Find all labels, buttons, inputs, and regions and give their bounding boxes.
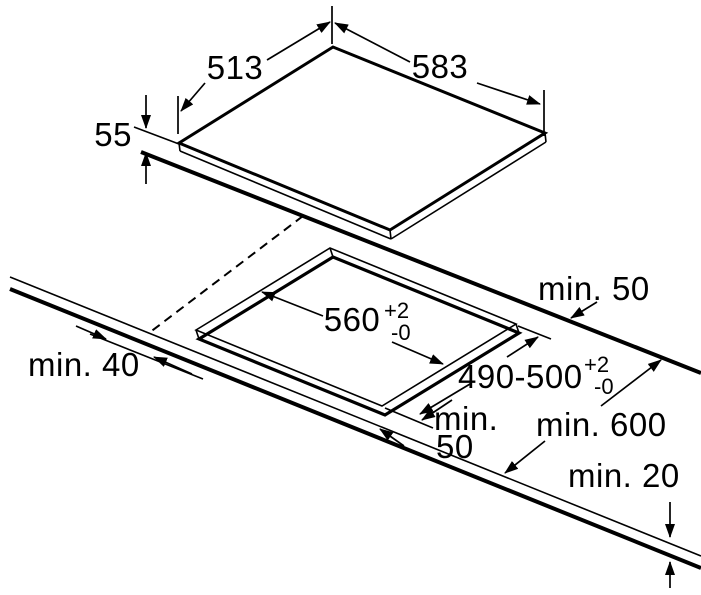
dim-worktop-depth: min. 600 <box>504 359 667 474</box>
dim-513-arrow-upper <box>266 21 331 61</box>
worktop-front-inner-line <box>89 333 204 380</box>
cooktop <box>175 45 549 240</box>
dim-front-clearance: min. 50 <box>379 399 498 465</box>
alignment-dashed-line <box>148 215 304 334</box>
dim-cutout-depth-tol-plus: +2 <box>584 352 609 377</box>
cutout-rear-extension-line <box>517 325 552 340</box>
dim-cutout-depth: 490-500 +2 -0 <box>419 336 614 415</box>
cooktop-left-corner-edge <box>178 142 181 152</box>
dim-front-clearance-label-line1: min. <box>434 400 498 437</box>
dim-side-clearance-label: min. 40 <box>28 346 140 383</box>
dim-front-edge-gap-label: min. 20 <box>568 457 680 494</box>
dim-cutout-depth-tol-minus: -0 <box>594 374 614 399</box>
dim-min50-front-arrow-upper <box>421 399 453 421</box>
worktop-rear-edge-line <box>140 150 701 375</box>
dim-cutout-width: 560 +2 -0 <box>261 291 444 365</box>
dim-worktop-depth-label: min. 600 <box>536 406 667 443</box>
dim-hob-depth: 513 <box>177 6 333 134</box>
dim-560-arrow-upper <box>261 291 324 317</box>
dim-min600-arrow-rear <box>600 359 662 407</box>
worktop-rear-edge <box>133 126 701 375</box>
dim-hob-height-label: 55 <box>94 116 132 153</box>
dim-min40-arrow-left <box>75 325 107 340</box>
dim-hob-depth-label: 513 <box>207 49 264 86</box>
dim-min50-front-arrow-lower <box>379 428 405 447</box>
cutout-front-extension-line <box>384 407 434 429</box>
dim-cutout-width-tol-plus: +2 <box>384 298 409 323</box>
dim-min50-rear-arrow <box>570 301 598 319</box>
worktop-front-edge-bottom-line <box>9 287 701 570</box>
dim-513-arrow-lower <box>180 82 206 112</box>
dim-583-arrow-upper <box>334 22 411 63</box>
dim-front-clearance-label-line2: 50 <box>436 428 474 465</box>
worktop-front-edge <box>9 276 701 570</box>
cutout-rear-corner-edge <box>329 247 334 258</box>
dim-min40-arrow-right <box>153 356 193 375</box>
dim-583-arrow-lower <box>476 82 541 105</box>
dim-hob-width: 583 <box>334 22 545 136</box>
dim-side-clearance: min. 40 <box>28 325 193 383</box>
cooktop-right-under-edge <box>390 141 547 240</box>
dim-rear-clearance: min. 50 <box>538 270 650 319</box>
worktop-cutout <box>194 247 552 429</box>
dim-cutout-depth-label: 490-500 <box>458 358 583 395</box>
worktop-front-edge-top-line <box>9 276 701 557</box>
cutout-left-corner-edge <box>195 329 200 340</box>
dim-560-arrow-lower <box>391 341 444 365</box>
hob-top-reference-line <box>133 126 180 145</box>
cooktop-front-corner-edge <box>389 229 392 240</box>
dim-cutout-width-label: 560 <box>324 301 381 338</box>
dim-front-edge-gap: min. 20 <box>568 457 680 588</box>
dim-hob-width-label: 583 <box>412 48 469 85</box>
dim-cutout-width-tol-minus: -0 <box>391 320 411 345</box>
cutout-right-corner-edge <box>515 323 520 334</box>
dim-hob-height: 55 <box>94 95 151 184</box>
dim-490-arrow-upper <box>506 336 539 358</box>
dim-rear-clearance-label: min. 50 <box>538 270 650 307</box>
dim-min600-arrow-front <box>504 440 546 474</box>
cooktop-left-under-edge <box>179 150 392 240</box>
cooktop-right-corner-edge <box>544 132 547 143</box>
